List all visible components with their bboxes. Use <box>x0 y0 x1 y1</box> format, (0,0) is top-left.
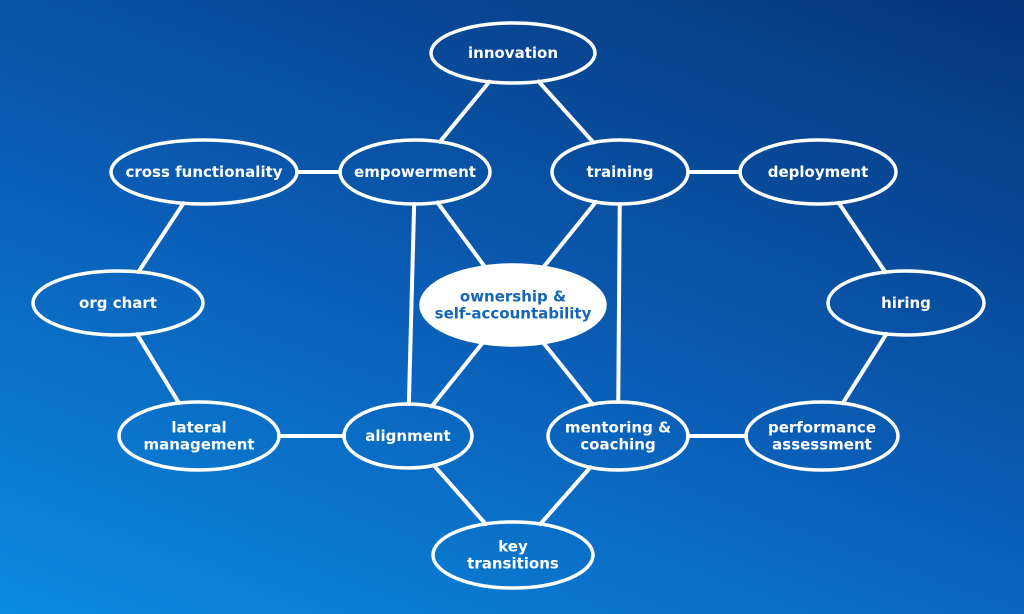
node-empowerment-ellipse <box>338 138 492 206</box>
edge-innovation-empowerment <box>437 79 492 144</box>
edge-training-ownership <box>541 199 598 270</box>
node-org-chart-ellipse <box>31 269 205 337</box>
node-key-transitions-ellipse <box>431 520 595 590</box>
edge-org-chart-lateral-management <box>134 332 181 406</box>
node-alignment: alignment <box>342 402 474 470</box>
edge-empowerment-alignment <box>406 201 417 407</box>
node-deployment-ellipse <box>738 138 898 206</box>
node-deployment: deployment <box>738 138 898 206</box>
edge-cross-functionality-org-chart <box>136 201 186 274</box>
edge-alignment-ownership <box>429 340 485 409</box>
node-training: training <box>550 138 690 206</box>
node-innovation-label: innovation <box>468 44 558 62</box>
node-empowerment: empowerment <box>338 138 492 206</box>
node-ownership-ellipse <box>419 263 607 347</box>
node-key-transitions-label: key <box>498 538 528 556</box>
edge-alignment-key-transitions <box>431 463 488 526</box>
edge-mentoring-key-transitions <box>538 465 593 526</box>
edge-innovation-training <box>536 79 596 145</box>
node-mentoring-ellipse <box>546 400 690 472</box>
node-mentoring: mentoring &coaching <box>546 400 690 472</box>
node-training-ellipse <box>550 138 690 206</box>
node-lateral-management-ellipse <box>117 400 281 472</box>
nodes-layer: innovation cross functionality empowerment… <box>31 21 986 590</box>
node-cross-functionality-label: cross functionality <box>125 163 282 181</box>
node-cross-functionality-ellipse <box>109 138 299 206</box>
edge-mentoring-ownership <box>541 340 595 407</box>
node-org-chart: org chart <box>31 269 205 337</box>
node-lateral-management-label: management <box>143 436 254 454</box>
node-key-transitions-label: transitions <box>467 555 559 573</box>
node-mentoring-label: coaching <box>580 436 655 454</box>
node-empowerment-label: empowerment <box>354 163 476 181</box>
node-performance-assessment-label: performance <box>768 419 876 437</box>
edge-hiring-performance-assessment <box>840 331 889 406</box>
edges-layer <box>134 79 889 526</box>
node-performance-assessment-label: assessment <box>772 436 872 454</box>
node-org-chart-label: org chart <box>79 294 157 312</box>
node-hiring-ellipse <box>826 269 986 337</box>
node-ownership-label: ownership & <box>460 288 566 306</box>
node-hiring: hiring <box>826 269 986 337</box>
node-hiring-label: hiring <box>881 294 931 312</box>
node-deployment-label: deployment <box>768 163 869 181</box>
node-alignment-ellipse <box>342 402 474 470</box>
node-cross-functionality: cross functionality <box>109 138 299 206</box>
edge-empowerment-ownership <box>435 200 487 269</box>
edge-deployment-hiring <box>836 200 888 275</box>
edge-training-mentoring <box>616 201 622 405</box>
node-innovation-ellipse <box>429 21 597 85</box>
node-alignment-label: alignment <box>365 427 450 445</box>
node-ownership: ownership &self-accountability <box>419 263 607 347</box>
node-innovation: innovation <box>429 21 597 85</box>
node-ownership-label: self-accountability <box>435 305 592 323</box>
node-training-label: training <box>586 163 653 181</box>
node-lateral-management-label: lateral <box>171 419 226 437</box>
node-mentoring-label: mentoring & <box>565 419 671 437</box>
node-performance-assessment-ellipse <box>744 400 900 472</box>
